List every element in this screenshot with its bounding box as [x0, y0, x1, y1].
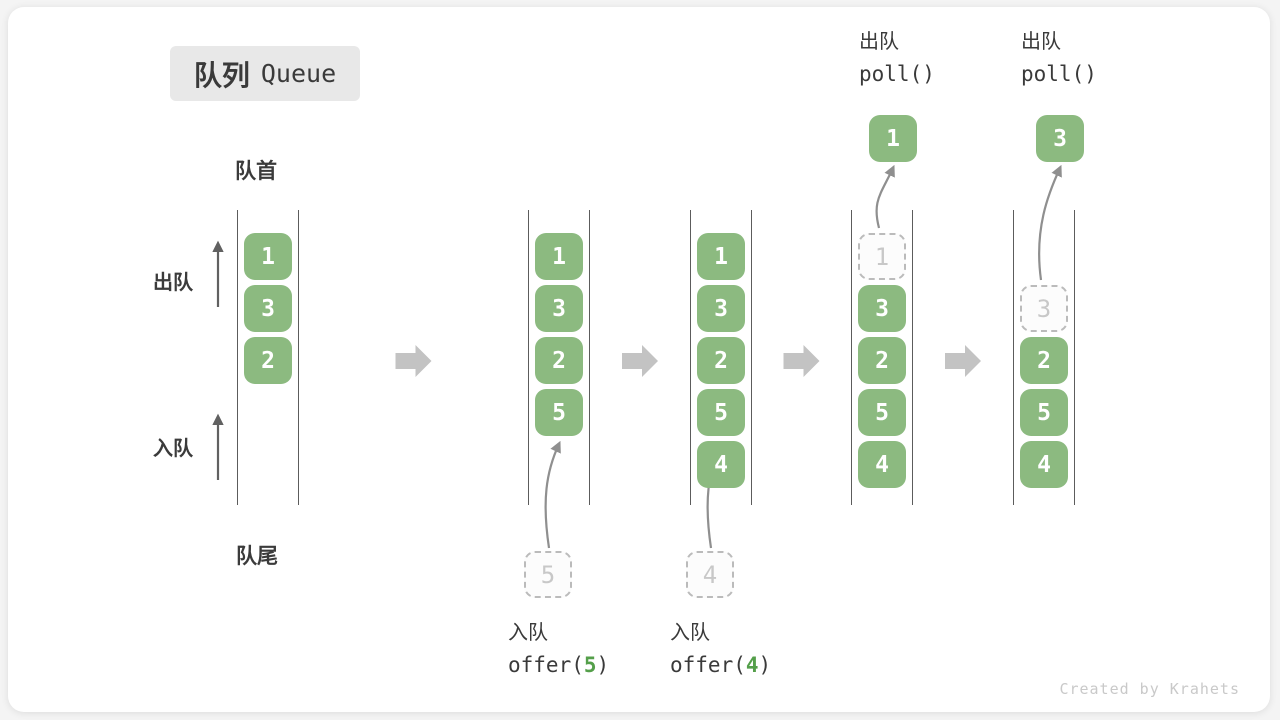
dequeue-op-code: poll() [1021, 62, 1097, 86]
queue-slot: 4 [697, 441, 745, 488]
enqueue-op-zh: 入队 [670, 622, 710, 644]
enqueue-code-code_before: offer( [508, 653, 584, 677]
queue-channel [1013, 210, 1075, 505]
queue-slot: 3 [858, 285, 906, 332]
queue-slot: 3 [697, 285, 745, 332]
dequeue-op-zh: 出队 [859, 31, 899, 53]
queue-channel [851, 210, 913, 505]
queue-slot: 1 [697, 233, 745, 280]
dequeue-op-code: poll() [859, 62, 935, 86]
queue-slot: 4 [1020, 441, 1068, 488]
queue-slot: 5 [535, 389, 583, 436]
enqueue-code-code_arg: 4 [745, 653, 759, 677]
queue-slot: 5 [697, 389, 745, 436]
queue-channel [690, 210, 752, 505]
queue-channel [237, 210, 299, 505]
queue-slot: 1 [244, 233, 292, 280]
queue-slot-dashed: 3 [1020, 285, 1068, 332]
enqueue-code-code_arg: 5 [583, 653, 597, 677]
enqueue-op-label: 入队 offer(5) [508, 618, 609, 683]
title-zh: 队列 [193, 59, 250, 91]
enqueue-op-code: offer(5) [508, 648, 609, 683]
queue-slot: 1 [535, 233, 583, 280]
pending-enqueue-box: 5 [524, 551, 572, 598]
queue-slot-dashed: 1 [858, 233, 906, 280]
dequeue-op-zh: 出队 [1021, 31, 1061, 53]
enqueue-code-code_after: ) [596, 653, 610, 677]
queue-slot: 4 [858, 441, 906, 488]
enqueue-code-code_after: ) [758, 653, 772, 677]
queue-slot: 2 [697, 337, 745, 384]
dequeue-side-label: 出队 [153, 272, 193, 294]
credit-text: Created by Krahets [1059, 680, 1240, 698]
enqueue-op-zh: 入队 [508, 622, 548, 644]
queue-tail-label: 队尾 [236, 545, 278, 568]
queue-slot: 3 [244, 285, 292, 332]
queue-slot: 2 [535, 337, 583, 384]
queue-slot: 5 [858, 389, 906, 436]
pending-enqueue-box: 4 [686, 551, 734, 598]
diagram-title: 队列 Queue [170, 46, 360, 101]
enqueue-op-code: offer(4) [670, 648, 771, 683]
queue-slot: 2 [244, 337, 292, 384]
diagram-card [8, 7, 1270, 712]
enqueue-op-label: 入队 offer(4) [670, 618, 771, 683]
queue-channel [528, 210, 590, 505]
enqueue-code-code_before: offer( [670, 653, 746, 677]
title-en: Queue [260, 59, 337, 88]
dequeue-op-label: 出队 poll() [859, 27, 935, 92]
queue-slot: 3 [535, 285, 583, 332]
queue-slot: 2 [1020, 337, 1068, 384]
queue-slot: 5 [1020, 389, 1068, 436]
queue-slot: 2 [858, 337, 906, 384]
popped-dequeue-box: 3 [1036, 115, 1084, 162]
queue-head-label: 队首 [235, 160, 277, 183]
dequeue-op-label: 出队 poll() [1021, 27, 1097, 92]
enqueue-side-label: 入队 [153, 438, 193, 460]
popped-dequeue-box: 1 [869, 115, 917, 162]
